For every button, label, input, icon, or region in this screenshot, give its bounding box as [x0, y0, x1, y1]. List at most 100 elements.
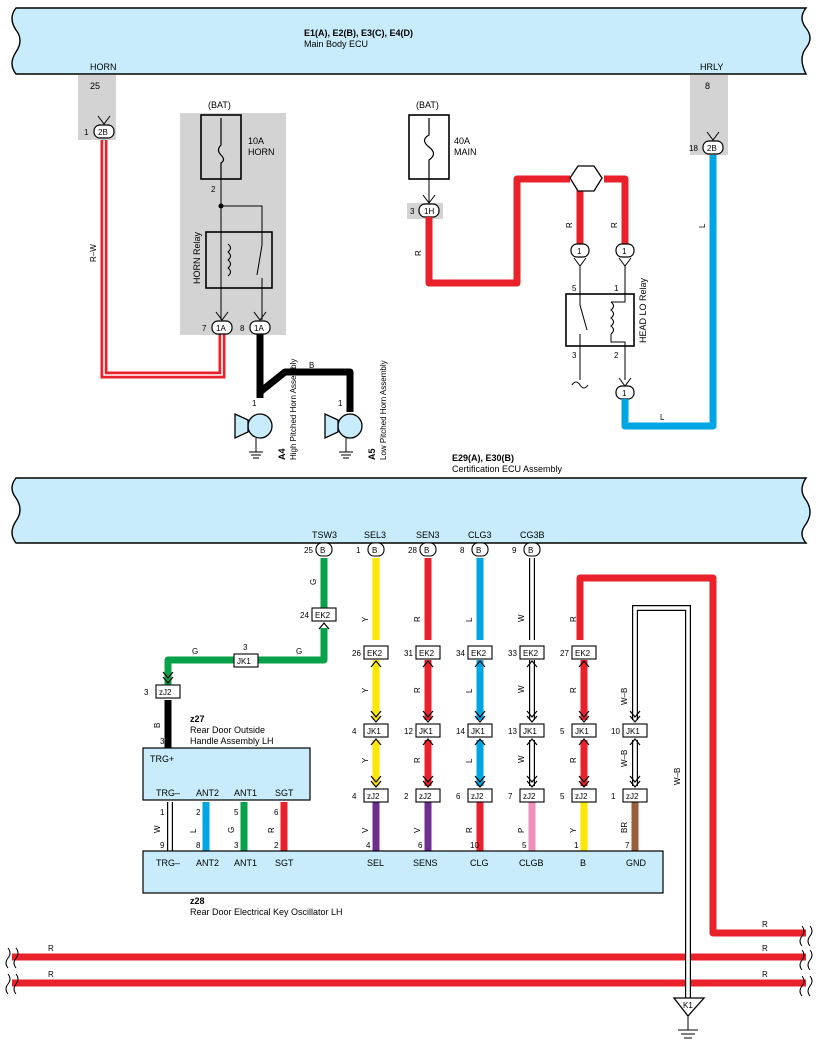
ek2-5-label: EK2 — [575, 649, 591, 658]
zj2-1-label: zJ2 — [367, 792, 380, 801]
z28-terminal-8: B — [580, 858, 586, 868]
cert-pin-name-1: SEL3 — [364, 530, 386, 540]
z27-terminal-1: ANT2 — [196, 788, 219, 798]
wb-label-3: W–B — [673, 768, 682, 785]
jk1-4-pin: 13 — [508, 727, 517, 736]
horn-low-icon — [324, 412, 363, 459]
svg-text:3: 3 — [410, 207, 415, 216]
junction-connector — [569, 165, 603, 192]
z27-top-pin: 3 — [160, 737, 165, 746]
z27-pin-0: 1 — [160, 808, 165, 817]
ek2-2-pin: 31 — [404, 649, 413, 658]
b-wire-z27-label: B — [153, 723, 162, 728]
z28-terminal-5: SENS — [413, 858, 438, 868]
jk1-0-label: JK1 — [237, 657, 251, 666]
wire-col-0-label-c: Y — [361, 757, 370, 763]
g-wire-tsw3 — [164, 558, 328, 685]
z28-pin-1: 8 — [196, 841, 201, 850]
ek2-0-label: EK2 — [315, 611, 331, 620]
ek2-5-pin: 27 — [560, 649, 569, 658]
wire-col-3-label-a: W — [517, 614, 526, 622]
r-bus-2-label-right: R — [762, 970, 768, 979]
horn-low-name: Low Pitched Horn Assembly — [379, 360, 388, 460]
z27-pin-1: 2 — [196, 808, 201, 817]
wire-col-0-label-b: Y — [361, 687, 370, 693]
svg-text:18: 18 — [689, 144, 698, 153]
wire-col-4-label-a: R — [569, 616, 578, 622]
wire-col-0-label-a: Y — [361, 616, 370, 622]
jk1-1-pin: 4 — [352, 727, 357, 736]
wire-col-0-label-d: V — [361, 827, 370, 833]
horn-relay-shade — [180, 113, 286, 335]
ek2-3-pin: 34 — [456, 649, 465, 658]
horn-low-code: A5 — [367, 448, 377, 460]
cert-conn-0: B25 — [304, 542, 333, 557]
ek2-5: EK2 27 — [560, 645, 597, 668]
svg-text:2B: 2B — [707, 144, 717, 153]
l-wire-label-2: L — [698, 223, 707, 228]
ek2-1-label: EK2 — [367, 649, 383, 658]
horn-fuse-name: HORN — [248, 147, 275, 157]
jk1-5-label: JK1 — [575, 727, 589, 736]
z28-terminal-6: CLG — [470, 858, 489, 868]
svg-text:1: 1 — [84, 128, 89, 137]
ek2-4-pin: 33 — [508, 649, 517, 658]
cert-conn-2-pin: 28 — [408, 546, 417, 555]
cert-pin-name-4: CG3B — [520, 530, 545, 540]
z28-terminal-2: ANT1 — [234, 858, 257, 868]
z27-terminal-3: SGT — [275, 788, 294, 798]
g-wire-label-1: G — [309, 579, 318, 585]
b-wire-horns — [256, 334, 354, 412]
horn-high-name: High Pitched Horn Assembly — [289, 359, 298, 460]
jk1-2-pin: 12 — [404, 727, 413, 736]
z28-terminal-1: ANT2 — [196, 858, 219, 868]
headlo-relay-switch — [579, 290, 588, 380]
ek2-3-label: EK2 — [471, 649, 487, 658]
zj2-6-pin: 1 — [611, 792, 616, 801]
z27-wire-label-2: G — [227, 827, 236, 833]
r-bus-2-label-left: R — [48, 970, 54, 979]
l-wire — [621, 155, 717, 430]
main-fuse-name: MAIN — [454, 147, 477, 157]
z28-pin-2: 3 — [234, 841, 239, 850]
l-wire-label-1: L — [660, 413, 665, 422]
ek2-3: EK2 34 — [456, 645, 493, 668]
jk1-6-label: JK1 — [626, 727, 640, 736]
zj2-2-pin: 2 — [404, 792, 409, 801]
jk1-3-pin: 14 — [456, 727, 465, 736]
z27-wire-label-3: R — [267, 827, 276, 833]
z28-pin-0: 9 — [160, 841, 165, 850]
horn-high-icon — [234, 412, 273, 459]
wire-col-3-label-c: W — [517, 755, 526, 763]
cert-conn-1-pin: 1 — [356, 546, 361, 555]
headlo-relay-label: HEAD LO Relay — [638, 277, 648, 343]
zj2-2: zJ2 2 — [404, 775, 441, 803]
z28-pin-3: 2 — [274, 841, 279, 850]
zj2-0-pin: 3 — [144, 688, 149, 697]
main-body-ecu-subtitle: Main Body ECU — [304, 39, 368, 49]
z27-pin-2: 5 — [234, 808, 239, 817]
z28-terminal-9: GND — [626, 858, 647, 868]
z27-pin-3: 6 — [274, 808, 279, 817]
bat-label-2: (BAT) — [416, 100, 439, 110]
hrly-terminal-label: HRLY — [700, 62, 723, 72]
wb-label-1: W–B — [620, 688, 629, 705]
rw-wire — [100, 140, 226, 379]
horn-fuse-pin: 2 — [211, 185, 216, 194]
cert-conn-4-pin: 9 — [512, 546, 517, 555]
wire-col-4-label-c: R — [569, 757, 578, 763]
wire-col-4-label-d: Y — [569, 827, 578, 833]
cert-conn-1: B1 — [356, 542, 385, 557]
zj2-2-label: zJ2 — [419, 792, 432, 801]
svg-text:2B: 2B — [98, 128, 108, 137]
z28-terminal-3: SGT — [275, 858, 294, 868]
ground-k1 — [672, 997, 706, 1039]
